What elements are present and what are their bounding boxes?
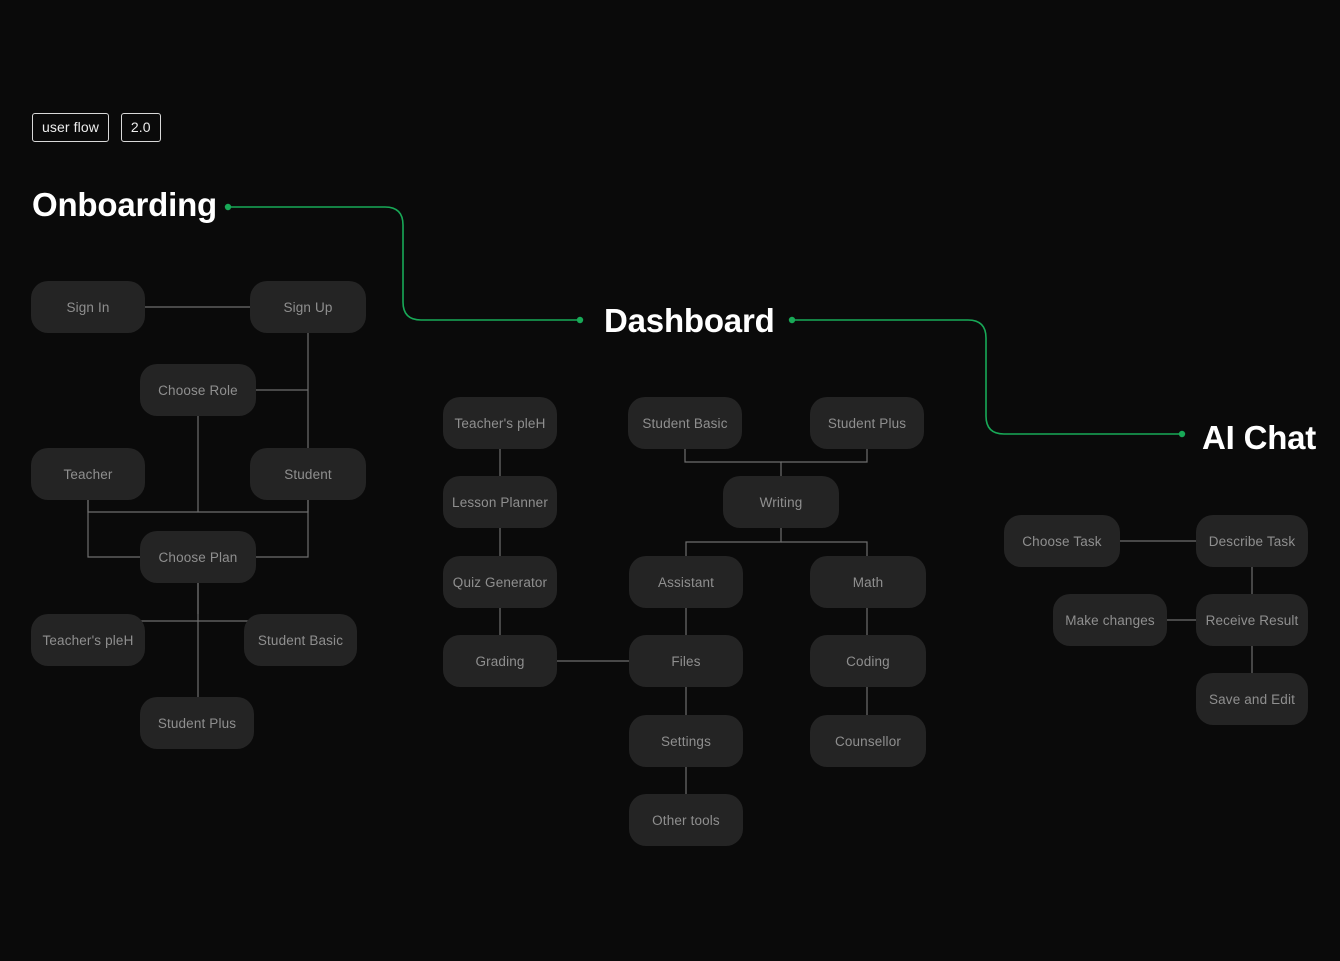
node-teacher[interactable]: Teacher [31,448,145,500]
badge-version: 2.0 [120,113,161,142]
section-heading-ai-chat: AI Chat [1202,419,1317,456]
node-save-and-edit[interactable]: Save and Edit [1196,673,1308,725]
node-label: Teacher's pleH [454,415,546,431]
node-describe-task[interactable]: Describe Task [1196,515,1308,567]
node-student-plus-1[interactable]: Student Plus [140,697,254,749]
node-label: Coding [846,653,890,669]
node-sign-up[interactable]: Sign Up [250,281,366,333]
node-settings[interactable]: Settings [629,715,743,767]
connector-endpoint-dot [1178,430,1186,438]
node-label: Grading [475,653,525,669]
node-label: Make changes [1065,612,1155,628]
node-choose-task[interactable]: Choose Task [1004,515,1120,567]
node-counsellor[interactable]: Counsellor [810,715,926,767]
node-files[interactable]: Files [629,635,743,687]
connector-gray-7 [256,500,309,558]
node-label: Settings [661,733,711,749]
connector-endpoint-dot [224,203,232,211]
connector-endpoint-dot [788,316,796,324]
node-make-changes[interactable]: Make changes [1053,594,1167,646]
node-receive-result[interactable]: Receive Result [1196,594,1308,646]
node-label: Counsellor [834,733,902,749]
connector-gray-6 [87,500,140,558]
node-student[interactable]: Student [250,448,366,500]
node-writing[interactable]: Writing [723,476,839,528]
badge-user-flow: user flow [32,113,109,142]
connector-gray-19 [781,541,868,556]
node-coding[interactable]: Coding [810,635,926,687]
node-quiz-generator[interactable]: Quiz Generator [443,556,557,608]
node-choose-role[interactable]: Choose Role [140,364,256,416]
node-label: Sign In [66,299,110,315]
connector-gray-17 [781,449,868,463]
node-grading[interactable]: Grading [443,635,557,687]
node-assistant[interactable]: Assistant [629,556,743,608]
node-label: Teacher [63,466,113,482]
node-label: Student Basic [642,415,728,431]
node-label: Student Plus [827,415,907,431]
node-label: Files [671,653,701,669]
node-label: Student Plus [157,715,237,731]
section-heading-dashboard: Dashboard [604,302,775,339]
node-label: Student Basic [257,632,344,648]
node-label: Sign Up [283,299,333,315]
node-label: Describe Task [1208,533,1296,549]
node-teachers-pleh-2[interactable]: Teacher's pleH [443,397,557,449]
node-label: Other tools [652,812,720,828]
connector-gray-5 [198,500,309,513]
connector-gray-16 [684,449,782,476]
node-student-basic-1[interactable]: Student Basic [244,614,357,666]
node-lesson-planner[interactable]: Lesson Planner [443,476,557,528]
node-label: Choose Role [158,382,238,398]
node-label: Assistant [657,574,715,590]
node-student-plus-2[interactable]: Student Plus [810,397,924,449]
node-teachers-pleh-1[interactable]: Teacher's pleH [31,614,145,666]
node-label: Choose Task [1022,533,1102,549]
connector-endpoint-dot [576,316,584,324]
node-label: Lesson Planner [452,494,548,510]
node-label: Quiz Generator [452,574,548,590]
connector-gray-18 [685,528,782,556]
node-label: Save and Edit [1208,691,1295,707]
section-heading-onboarding: Onboarding [32,186,217,223]
node-math[interactable]: Math [810,556,926,608]
node-student-basic-2[interactable]: Student Basic [628,397,742,449]
node-label: Math [852,574,884,590]
node-label: Teacher's pleH [42,632,134,648]
node-label: Receive Result [1205,612,1299,628]
node-label: Writing [759,494,803,510]
node-choose-plan[interactable]: Choose Plan [140,531,256,583]
node-label: Student [284,466,332,482]
node-other-tools[interactable]: Other tools [629,794,743,846]
node-sign-in[interactable]: Sign In [31,281,145,333]
badge-row: user flow 2.0 [32,113,161,142]
node-label: Choose Plan [158,549,238,565]
